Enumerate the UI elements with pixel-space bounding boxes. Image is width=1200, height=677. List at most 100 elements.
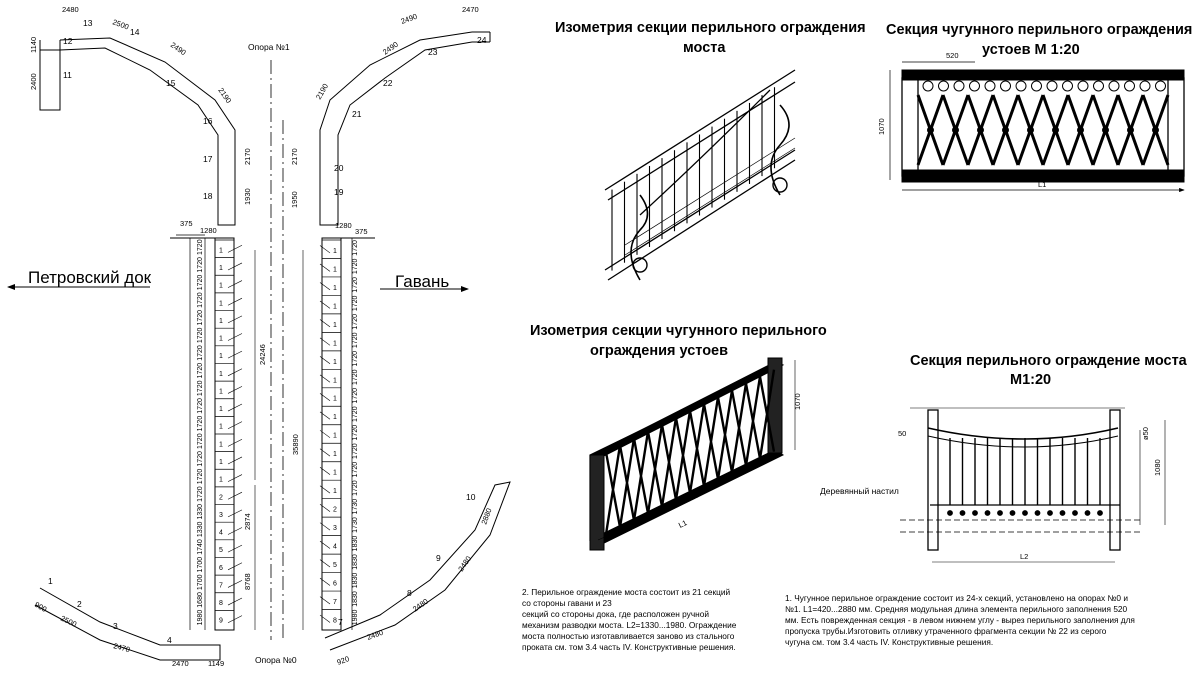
iso-lattice-cross — [632, 431, 650, 521]
col-right-dim: 1980 — [352, 610, 359, 626]
col-left-section-num: 1 — [219, 424, 223, 431]
col-right-section-num: 1 — [333, 285, 337, 292]
abut-iso-dim-1070: 1070 — [793, 393, 802, 410]
col-right-dim: 1720 — [352, 369, 359, 385]
col-right-leader — [319, 245, 331, 254]
ring — [1062, 80, 1073, 92]
bs-bolt — [972, 510, 978, 516]
bs-bolt — [1072, 510, 1078, 516]
col-right-leader — [319, 596, 331, 605]
svg-text:1. Чугунное перильное огражден: 1. Чугунное перильное ограждение состоит… — [785, 593, 1128, 603]
bs-bolt — [1009, 510, 1016, 516]
svg-text:2480: 2480 — [411, 597, 430, 614]
ring — [953, 80, 965, 92]
iso-lattice-cross — [674, 410, 692, 501]
col-right-dim: 1720 — [352, 259, 359, 275]
svg-text:1149: 1149 — [208, 659, 224, 668]
svg-text:7: 7 — [338, 617, 343, 627]
ring — [969, 80, 980, 92]
col-right-leader — [319, 282, 331, 291]
bs-bolt — [947, 510, 953, 516]
svg-text:2480: 2480 — [456, 554, 473, 573]
iso-lattice-cross — [758, 369, 776, 459]
col-left-dim: 1720 — [197, 239, 204, 255]
col-right-dim: 1830 — [352, 536, 359, 552]
svg-text:2874: 2874 — [243, 513, 252, 530]
note-1: 1. Чугунное перильное ограждение состоит… — [785, 593, 1135, 647]
col-left-leader — [227, 386, 243, 394]
col-left-dim: 1720 — [197, 486, 204, 502]
lattice-node — [1102, 126, 1109, 134]
svg-text:15: 15 — [166, 78, 176, 88]
col-left-section-num: 1 — [219, 388, 223, 395]
bridge-iso-title-line2: моста — [683, 40, 726, 56]
col-right-section-num: 1 — [333, 433, 337, 440]
col-right-dim: 1720 — [352, 388, 359, 404]
col-left-section-num: 1 — [219, 459, 223, 466]
svg-text:22: 22 — [383, 78, 393, 88]
col-right-section-num: 2 — [333, 507, 337, 514]
col-left-section-num: 4 — [219, 530, 223, 537]
col-right-leader — [319, 559, 331, 568]
col-left-leader — [227, 350, 243, 359]
iso-lattice-cross — [744, 376, 762, 466]
svg-text:1280: 1280 — [200, 226, 217, 235]
col-left-leader — [227, 280, 243, 288]
bridge-section-title-line1: Секция перильного ограждение моста — [910, 353, 1188, 369]
abut-iso-title-line2: ограждения устоев — [590, 343, 728, 359]
abut-ring-row — [922, 80, 1166, 92]
svg-text:24246: 24246 — [258, 344, 267, 365]
col-right-dim: 1830 — [352, 554, 359, 570]
col-left-leader — [227, 527, 243, 535]
col-left-leader — [227, 439, 243, 447]
col-right-dim: 1720 — [352, 332, 359, 348]
lattice-node — [952, 126, 959, 134]
col-left-dim: 1720 — [197, 257, 204, 273]
svg-text:2: 2 — [77, 599, 82, 609]
col-right-section-num: 1 — [333, 451, 337, 458]
svg-text:1140: 1140 — [29, 37, 38, 53]
lattice-node — [977, 126, 984, 134]
note-2: 2. Перильное ограждение моста состоит из… — [522, 587, 737, 652]
svg-text:19: 19 — [334, 187, 344, 197]
col-right-dim: 1720 — [352, 277, 359, 293]
col-left-section-num: 9 — [219, 618, 223, 625]
col-left-dim: 1980 — [197, 610, 204, 626]
svg-text:2490: 2490 — [169, 40, 188, 57]
col-left-leader — [227, 509, 243, 518]
bs-bolt — [984, 510, 991, 516]
lattice-node — [1052, 126, 1059, 134]
svg-text:8768: 8768 — [243, 573, 252, 590]
col-left-section-num: 1 — [219, 283, 223, 290]
col-left-leader — [227, 580, 243, 588]
col-left-section-num: 1 — [219, 318, 223, 325]
lattice-node — [1002, 126, 1009, 134]
bs-bolt — [959, 510, 966, 516]
svg-text:13: 13 — [83, 18, 93, 28]
col-right-section-num: 1 — [333, 322, 337, 329]
ring — [1093, 80, 1104, 92]
col-right-dim: 1720 — [352, 295, 359, 311]
col-right-section-num: 1 — [333, 340, 337, 347]
col-left-section-num: 7 — [219, 582, 223, 589]
col-left-dim: 1680 — [197, 592, 204, 608]
direction-left-label: Петровский док — [28, 268, 152, 287]
col-right-dim: 1720 — [352, 314, 359, 330]
plan-view — [34, 31, 511, 661]
col-left-dim: 1720 — [197, 345, 204, 361]
col-right-leader — [319, 393, 331, 401]
bridge-section-drawing — [900, 407, 1166, 563]
svg-text:чугуна см. том 3.4 часть IV. К: чугуна см. том 3.4 часть IV. Конструктив… — [785, 637, 993, 647]
col-left-section-num: 6 — [219, 565, 223, 572]
col-left-dim: 1720 — [197, 398, 204, 414]
col-right-leader — [319, 503, 331, 512]
column-section-ticks: 1 1720 1 1720 1 1720 1 1720 1 1720 1 1720 1 1720 1 1720… — [197, 239, 359, 625]
svg-text:900: 900 — [33, 600, 48, 614]
ring — [1046, 80, 1058, 92]
svg-text:2490: 2490 — [381, 40, 400, 57]
col-left-dim: 1720 — [197, 292, 204, 308]
col-right-leader — [319, 411, 331, 420]
ring — [1108, 80, 1120, 92]
iso-lattice-cross — [660, 417, 678, 507]
svg-text:20: 20 — [334, 163, 344, 173]
